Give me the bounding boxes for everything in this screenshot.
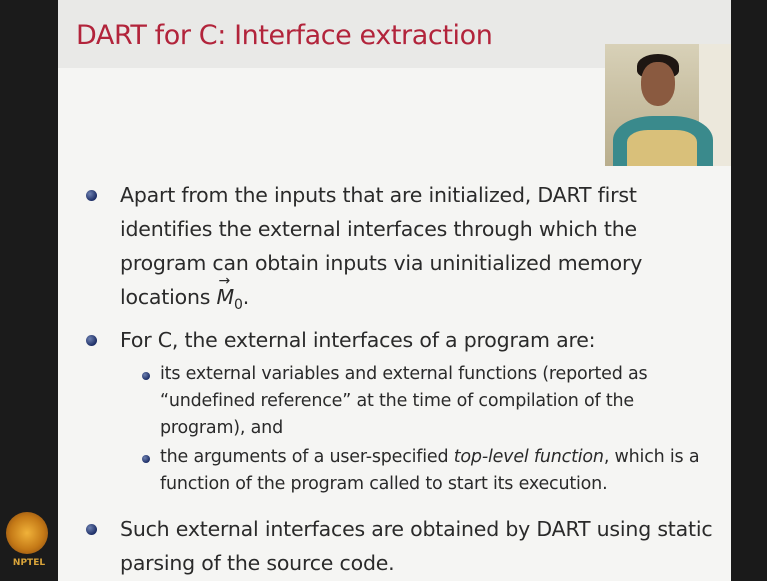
- bullet-text: Such external interfaces are obtained by…: [120, 517, 713, 575]
- nptel-logo-icon: [6, 512, 48, 554]
- nptel-logo-text: NPTEL: [12, 558, 46, 568]
- slide-title: DART for C: Interface extraction: [76, 20, 493, 51]
- left-sidebar: [0, 0, 58, 581]
- lecture-slide: DART for C: Interface extraction Apart f…: [58, 0, 731, 581]
- bullet-text: For C, the external interfaces of a prog…: [120, 328, 596, 352]
- vector-symbol: M: [217, 264, 235, 314]
- slide-content: Apart from the inputs that are initializ…: [80, 178, 715, 580]
- vector-subscript: 0: [234, 297, 243, 313]
- sub-bullet-item: the arguments of a user-specified top-le…: [80, 444, 715, 498]
- bullet-item: Such external interfaces are obtained by…: [80, 512, 715, 580]
- sub-bullet-text-end: , which is a function of the program cal…: [160, 447, 700, 494]
- right-sidebar: [731, 0, 767, 581]
- sub-bullet-item: its external variables and external func…: [80, 361, 715, 442]
- bullet-item: Apart from the inputs that are initializ…: [80, 178, 715, 317]
- emphasis-text: top-level function: [453, 447, 604, 467]
- bullet-text: Apart from the inputs that are initializ…: [120, 183, 643, 309]
- speaker-video: [605, 44, 731, 166]
- sub-bullet-text: the arguments of a user-specified: [160, 447, 454, 467]
- speaker-saree: [627, 130, 697, 166]
- bullet-item: For C, the external interfaces of a prog…: [80, 323, 715, 357]
- speaker-head: [641, 62, 675, 106]
- sub-bullet-text: its external variables and external func…: [160, 364, 648, 438]
- bullet-text-end: .: [242, 285, 250, 309]
